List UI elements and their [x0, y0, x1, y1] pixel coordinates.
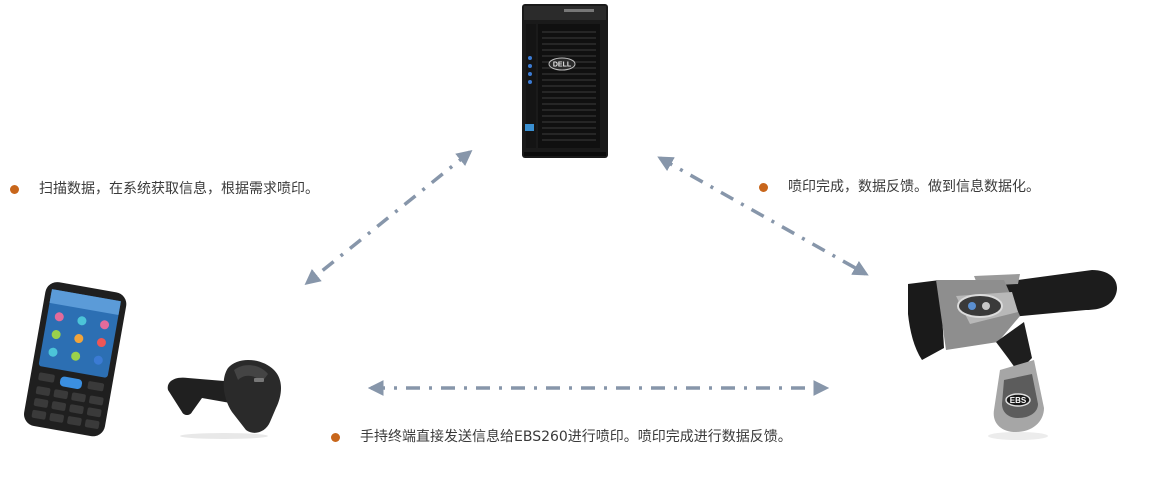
- tower-server-image: DELL: [522, 4, 608, 158]
- arrow-server-terminal: [304, 150, 473, 285]
- handheld-inkjet-printer-image: EBS: [908, 270, 1117, 440]
- caption-scan-data: 扫描数据，在系统获取信息，根据需求喷印。: [10, 180, 319, 198]
- caption-feedback-text: 喷印完成，数据反馈。做到信息数据化。: [788, 179, 1040, 195]
- printer-brand-logo: EBS: [1010, 396, 1027, 405]
- caption-handheld-text: 手持终端直接发送信息给EBS260进行喷印。喷印完成进行数据反馈。: [360, 429, 792, 445]
- arrow-server-printer: [657, 156, 869, 276]
- handheld-terminal-image: [24, 282, 127, 437]
- bullet-icon: [331, 432, 340, 442]
- caption-scan-text: 扫描数据，在系统获取信息，根据需求喷印。: [39, 181, 319, 197]
- server-brand-logo: DELL: [553, 62, 572, 69]
- bullet-icon: [10, 184, 19, 194]
- bullet-icon: [759, 182, 768, 192]
- caption-feedback: 喷印完成，数据反馈。做到信息数据化。: [759, 178, 1040, 196]
- caption-handheld-send: 手持终端直接发送信息给EBS260进行喷印。喷印完成进行数据反馈。: [331, 428, 792, 446]
- barcode-scanner-image: [167, 359, 281, 439]
